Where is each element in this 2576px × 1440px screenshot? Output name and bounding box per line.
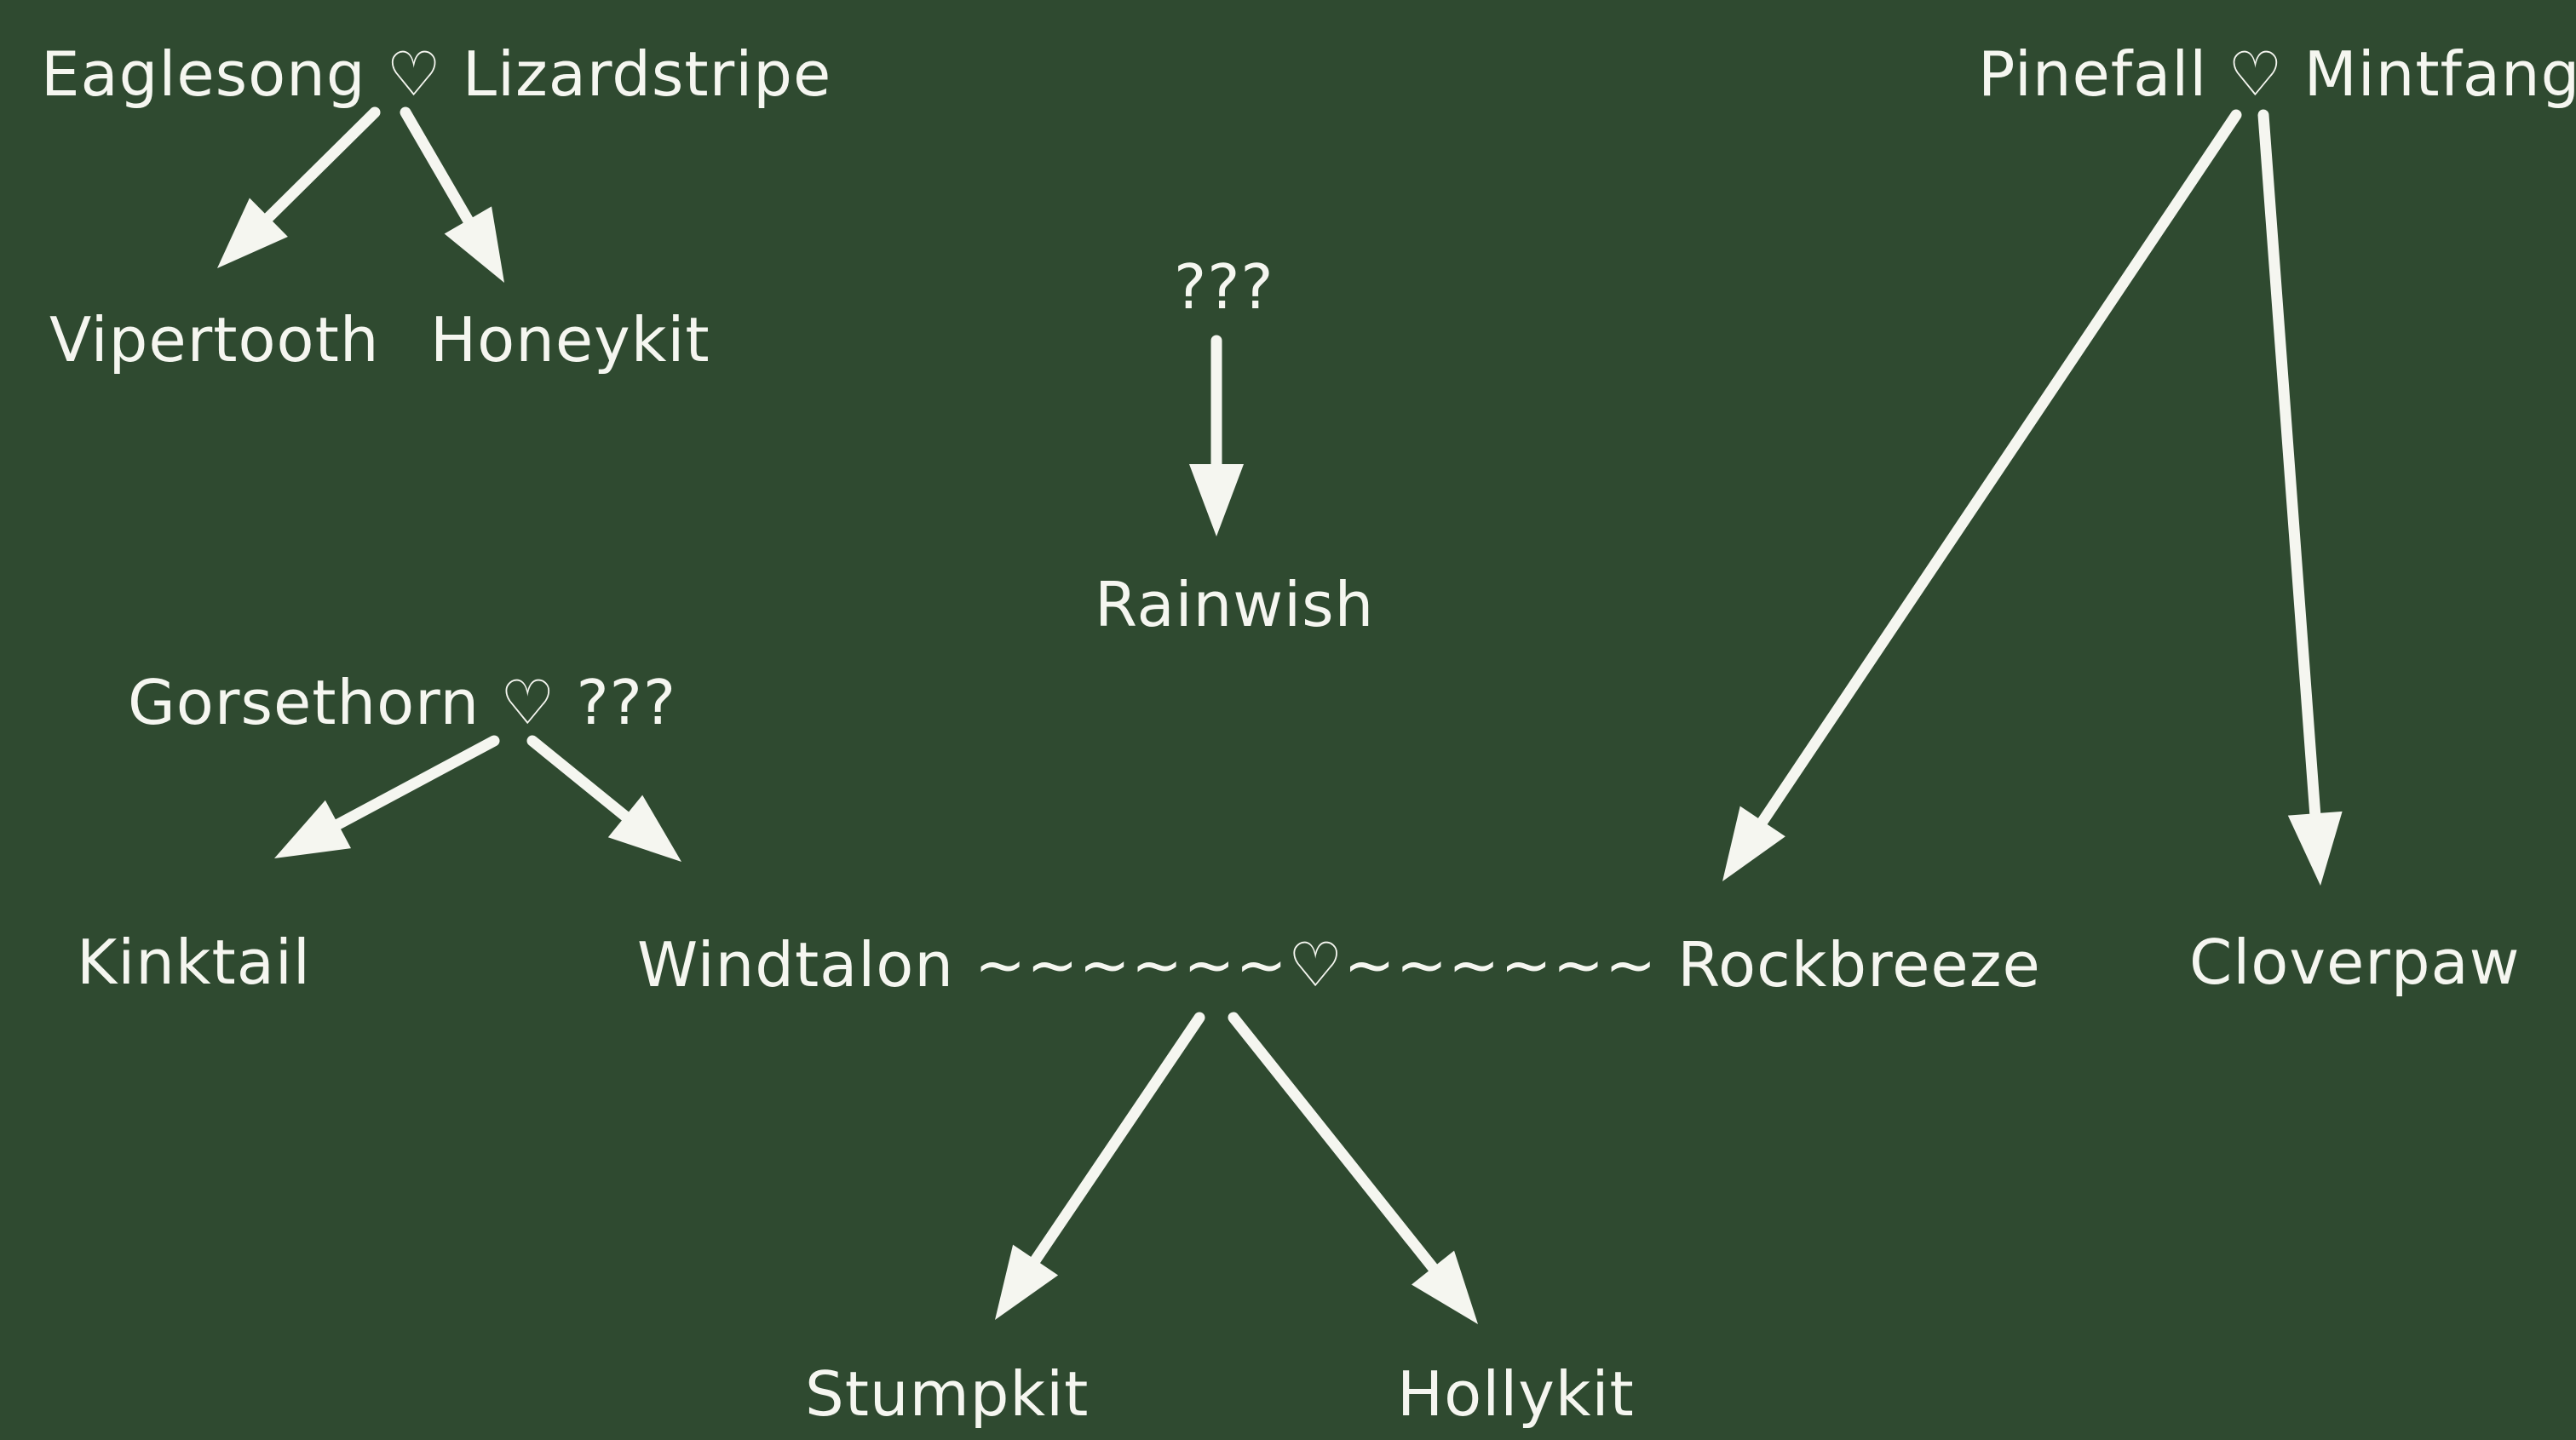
edge-unknown-parent-to-rainwish: [1189, 335, 1244, 536]
node-honeykit: Honeykit: [430, 304, 710, 376]
arrowhead-icon: [274, 800, 352, 858]
arrowhead-icon: [1189, 464, 1244, 536]
arrowhead-icon: [217, 198, 288, 268]
node-unknown-parent: ???: [1174, 251, 1274, 323]
node-hollykit: Hollykit: [1397, 1358, 1635, 1430]
edge-windtalon-rockbreeze-to-stumpkit: [995, 1012, 1205, 1320]
node-couple-eaglesong-lizardstripe: Eaglesong ♡ Lizardstripe: [41, 38, 831, 110]
edge-line: [2257, 109, 2322, 836]
edge-eaglesong-lizardstripe-to-vipertooth: [217, 106, 381, 268]
arrowhead-icon: [2287, 811, 2343, 886]
node-couple-gorsethorn-unknown: Gorsethorn ♡ ???: [128, 667, 676, 738]
edge-gorsethorn-unknown-to-kinktail: [274, 735, 500, 858]
edge-pinefall-mintfang-to-rockbreeze: [1722, 109, 2242, 881]
edge-line: [250, 106, 381, 235]
edge-eaglesong-lizardstripe-to-honeykit: [400, 106, 504, 283]
node-vipertooth: Vipertooth: [49, 304, 379, 376]
arrowhead-icon: [995, 1244, 1059, 1320]
node-rainwish: Rainwish: [1095, 569, 1374, 640]
node-couple-pinefall-mintfang: Pinefall ♡ Mintfang: [1978, 38, 2576, 110]
node-cloverpaw: Cloverpaw: [2189, 927, 2521, 998]
arrowhead-icon: [607, 795, 681, 862]
edge-line: [1747, 109, 2242, 841]
edge-line: [317, 735, 500, 838]
edge-line: [400, 106, 482, 241]
edge-line: [526, 735, 645, 833]
arrowhead-icon: [1411, 1250, 1478, 1324]
edge-pinefall-mintfang-to-cloverpaw: [2257, 109, 2343, 886]
edge-line: [1020, 1012, 1205, 1280]
node-couple-windtalon-rockbreeze: Windtalon ~~~~~~♡~~~~~~ Rockbreeze: [637, 929, 2041, 1001]
node-kinktail: Kinktail: [77, 927, 311, 998]
arrowhead-icon: [1722, 806, 1785, 881]
node-stumpkit: Stumpkit: [805, 1358, 1089, 1430]
edge-line: [1228, 1012, 1449, 1287]
edge-gorsethorn-unknown-to-windtalon: [526, 735, 681, 862]
arrowhead-icon: [444, 206, 504, 283]
edge-windtalon-rockbreeze-to-hollykit: [1228, 1012, 1478, 1324]
